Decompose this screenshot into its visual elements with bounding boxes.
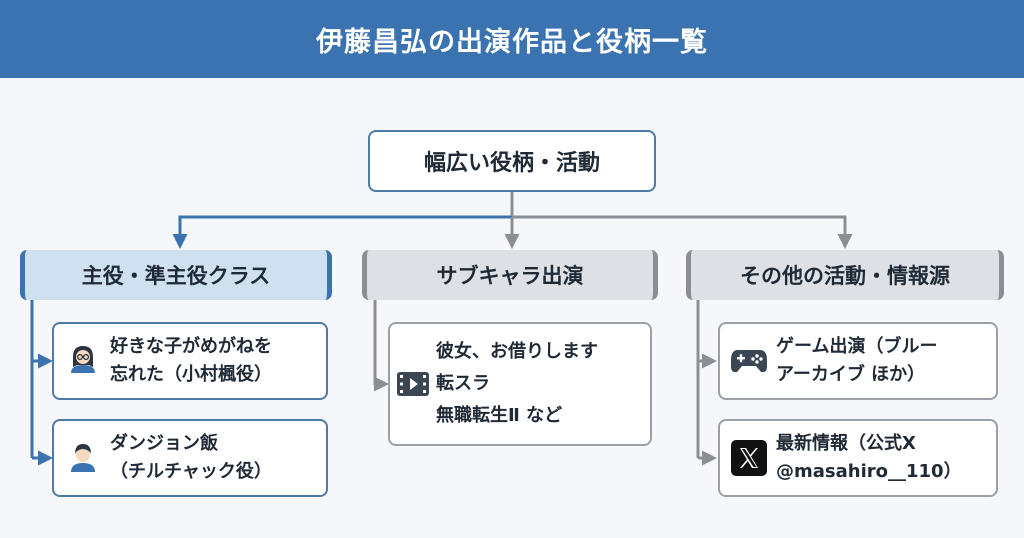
main-item-2-line2: （チルチャック役）: [110, 461, 272, 482]
person-icon: [64, 439, 102, 477]
category-sub-roles: サブキャラ出演: [362, 250, 658, 300]
category-other-activities: その他の活動・情報源: [686, 250, 1004, 300]
other-item-1-line1: ゲーム出演（ブルー: [776, 336, 938, 357]
main-item-dungeon-meshi: ダンジョン飯 （チルチャック役）: [52, 419, 328, 497]
x-logo-icon: [730, 439, 768, 477]
other-item-games: ゲーム出演（ブルー アーカイブ ほか）: [718, 322, 998, 400]
other-item-2-line2: @masahiro__110）: [776, 461, 962, 482]
sub-item-works: 彼女、お借りします 転スラ 無職転生Ⅱ など: [388, 322, 652, 446]
sub-item-line1: 彼女、お借りします: [436, 341, 598, 362]
category-other-label: その他の活動・情報源: [740, 264, 950, 288]
main-item-2-line1: ダンジョン飯: [110, 433, 218, 454]
sub-item-line3: 無職転生Ⅱ など: [436, 405, 563, 426]
other-item-official-x: 最新情報（公式X @masahiro__110）: [718, 419, 998, 497]
page-title: 伊藤昌弘の出演作品と役柄一覧: [0, 0, 1024, 78]
connector-to-other: [512, 215, 853, 249]
main-item-megane: 好きな子がめがねを 忘れた（小村楓役）: [52, 322, 328, 400]
category-main-label: 主役・準主役クラス: [81, 264, 271, 288]
gamepad-icon: [730, 342, 768, 380]
connector-sub-item: [373, 300, 389, 392]
root-label: 幅広い役柄・活動: [423, 151, 600, 176]
main-item-1-line1: 好きな子がめがねを: [110, 336, 272, 357]
person-glasses-icon: [64, 342, 102, 380]
connector-to-main: [172, 215, 512, 249]
category-sub-label: サブキャラ出演: [436, 264, 584, 288]
main-item-1-line2: 忘れた（小村楓役）: [110, 364, 272, 385]
root-node: 幅広い役柄・活動: [368, 130, 656, 192]
category-main-roles: 主役・準主役クラス: [20, 250, 332, 300]
film-play-icon: [394, 365, 432, 403]
other-item-1-line2: アーカイブ ほか）: [776, 364, 926, 385]
sub-item-line2: 転スラ: [436, 373, 490, 394]
other-item-2-line1: 最新情報（公式X: [776, 433, 916, 454]
